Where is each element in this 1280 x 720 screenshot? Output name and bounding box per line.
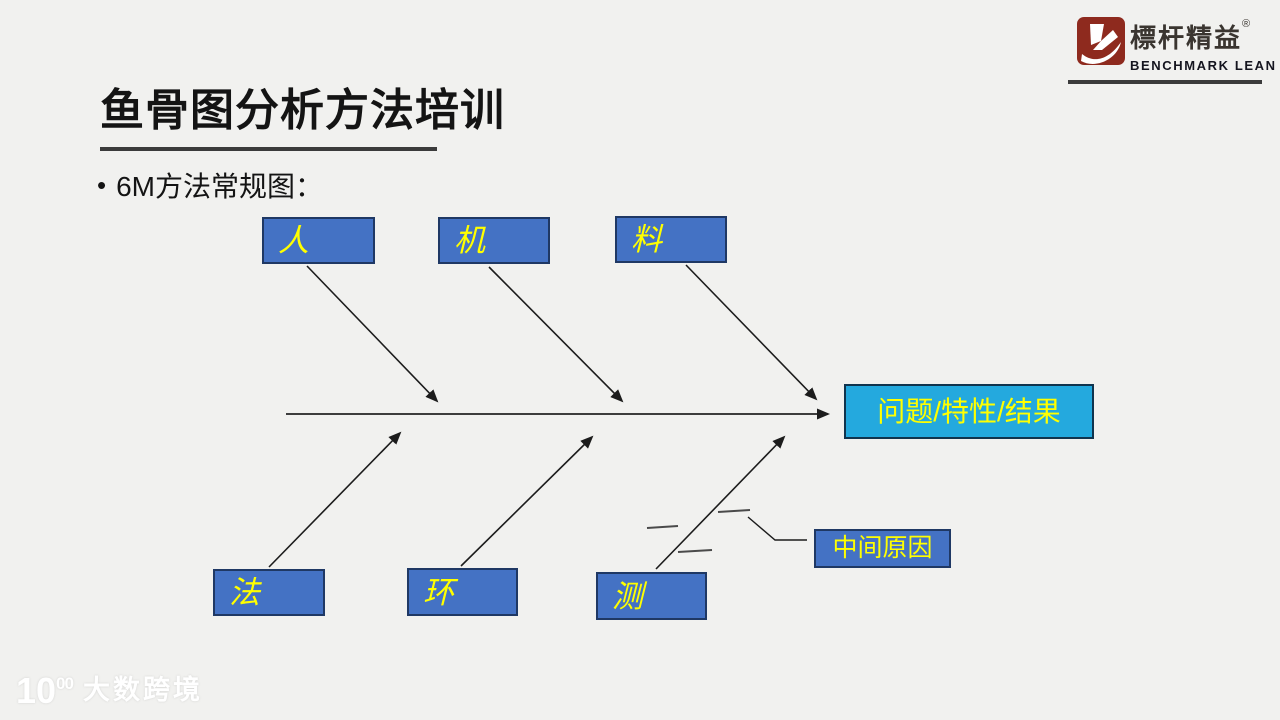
registered-mark: ® [1242,18,1251,30]
bone-method [268,431,402,568]
branch-box-method: 法 [213,569,325,616]
branch-label: 环 [423,574,454,610]
watermark-superscript: 00 [56,673,74,693]
sub-cause-tick [717,509,751,513]
bone-material [685,264,818,401]
bone-environment [460,435,594,567]
branch-box-machine: 机 [438,217,550,264]
watermark: 1000 大数跨境 [16,668,203,708]
sub-cause-tick [677,549,713,553]
bullet-marker: • [97,169,107,200]
bone-measurement [655,435,786,570]
brand-name-en: BENCHMARK LEAN [1130,58,1277,73]
benchmark-lean-logo-icon [1077,17,1125,65]
watermark-text: 大数跨境 [82,675,203,705]
branch-box-material: 料 [615,216,727,263]
bullet-text: 6M方法常规图： [116,171,324,202]
intermediate-cause-box: 中间原因 [814,529,951,568]
brand-logo: 標杆精益® BENCHMARK LEAN [1068,12,1275,88]
branch-label: 人 [278,223,309,258]
branch-label: 料 [631,222,662,257]
logo-underline [1068,80,1262,84]
result-label: 问题/特性/结果 [877,395,1061,427]
title-underline [100,147,437,151]
bone-man [306,265,439,403]
intermediate-callout-line [747,516,807,541]
bone-machine [488,266,624,403]
result-box: 问题/特性/结果 [844,384,1094,439]
bullet-line: • 6M方法常规图： [97,165,323,205]
page-title: 鱼骨图分析方法培训 [100,86,505,135]
branch-box-measurement: 测 [596,572,707,620]
logo-glyph [1081,24,1121,64]
intermediate-cause-label: 中间原因 [832,534,933,562]
brand-text-block: 標杆精益® BENCHMARK LEAN [1130,18,1277,73]
branch-label: 机 [454,223,485,258]
branch-box-man: 人 [262,217,375,264]
watermark-logo-icon: 1000 [16,672,74,708]
branch-label: 法 [229,575,260,610]
watermark-number: 10 [16,669,57,711]
brand-name-cn: 標杆精益® [1130,18,1251,53]
branch-box-environment: 环 [407,568,518,616]
sub-cause-tick [646,525,679,529]
branch-label: 测 [612,578,643,614]
